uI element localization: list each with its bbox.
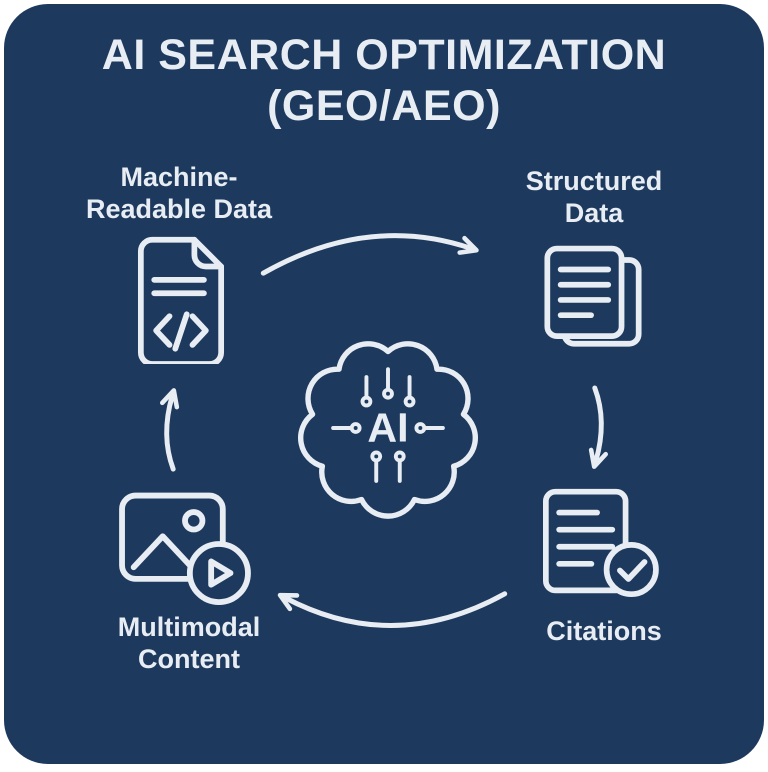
document-check-icon <box>542 488 659 598</box>
label-citations: Citations <box>546 616 662 646</box>
page-title: AI SEARCH OPTIMIZATION (GEO/AEO) <box>4 30 764 131</box>
code-file-icon <box>137 236 225 364</box>
arrow-multimodal-to-machine <box>160 388 180 472</box>
ai-center-label: AI <box>367 405 408 451</box>
diagram-card: AI SEARCH OPTIMIZATION (GEO/AEO) Machine… <box>4 4 764 764</box>
cycle-arrows <box>160 233 608 628</box>
ai-brain-circuit-icon: AI <box>298 341 478 519</box>
arrow-machine-to-structured <box>260 233 479 276</box>
label-structured-data: Structured Data <box>525 166 663 228</box>
label-machine-readable-data: Machine- Readable Data <box>85 162 273 224</box>
circuit-traces <box>331 367 445 483</box>
arrow-citations-to-multimodal <box>277 591 508 628</box>
title-line-1: AI SEARCH OPTIMIZATION <box>101 31 667 79</box>
image-play-icon <box>119 492 251 606</box>
label-multimodal-content: Multimodal Content <box>117 612 261 674</box>
stacked-documents-icon <box>544 245 642 347</box>
arrow-structured-to-citations <box>588 385 608 469</box>
title-line-2: (GEO/AEO) <box>267 81 501 130</box>
